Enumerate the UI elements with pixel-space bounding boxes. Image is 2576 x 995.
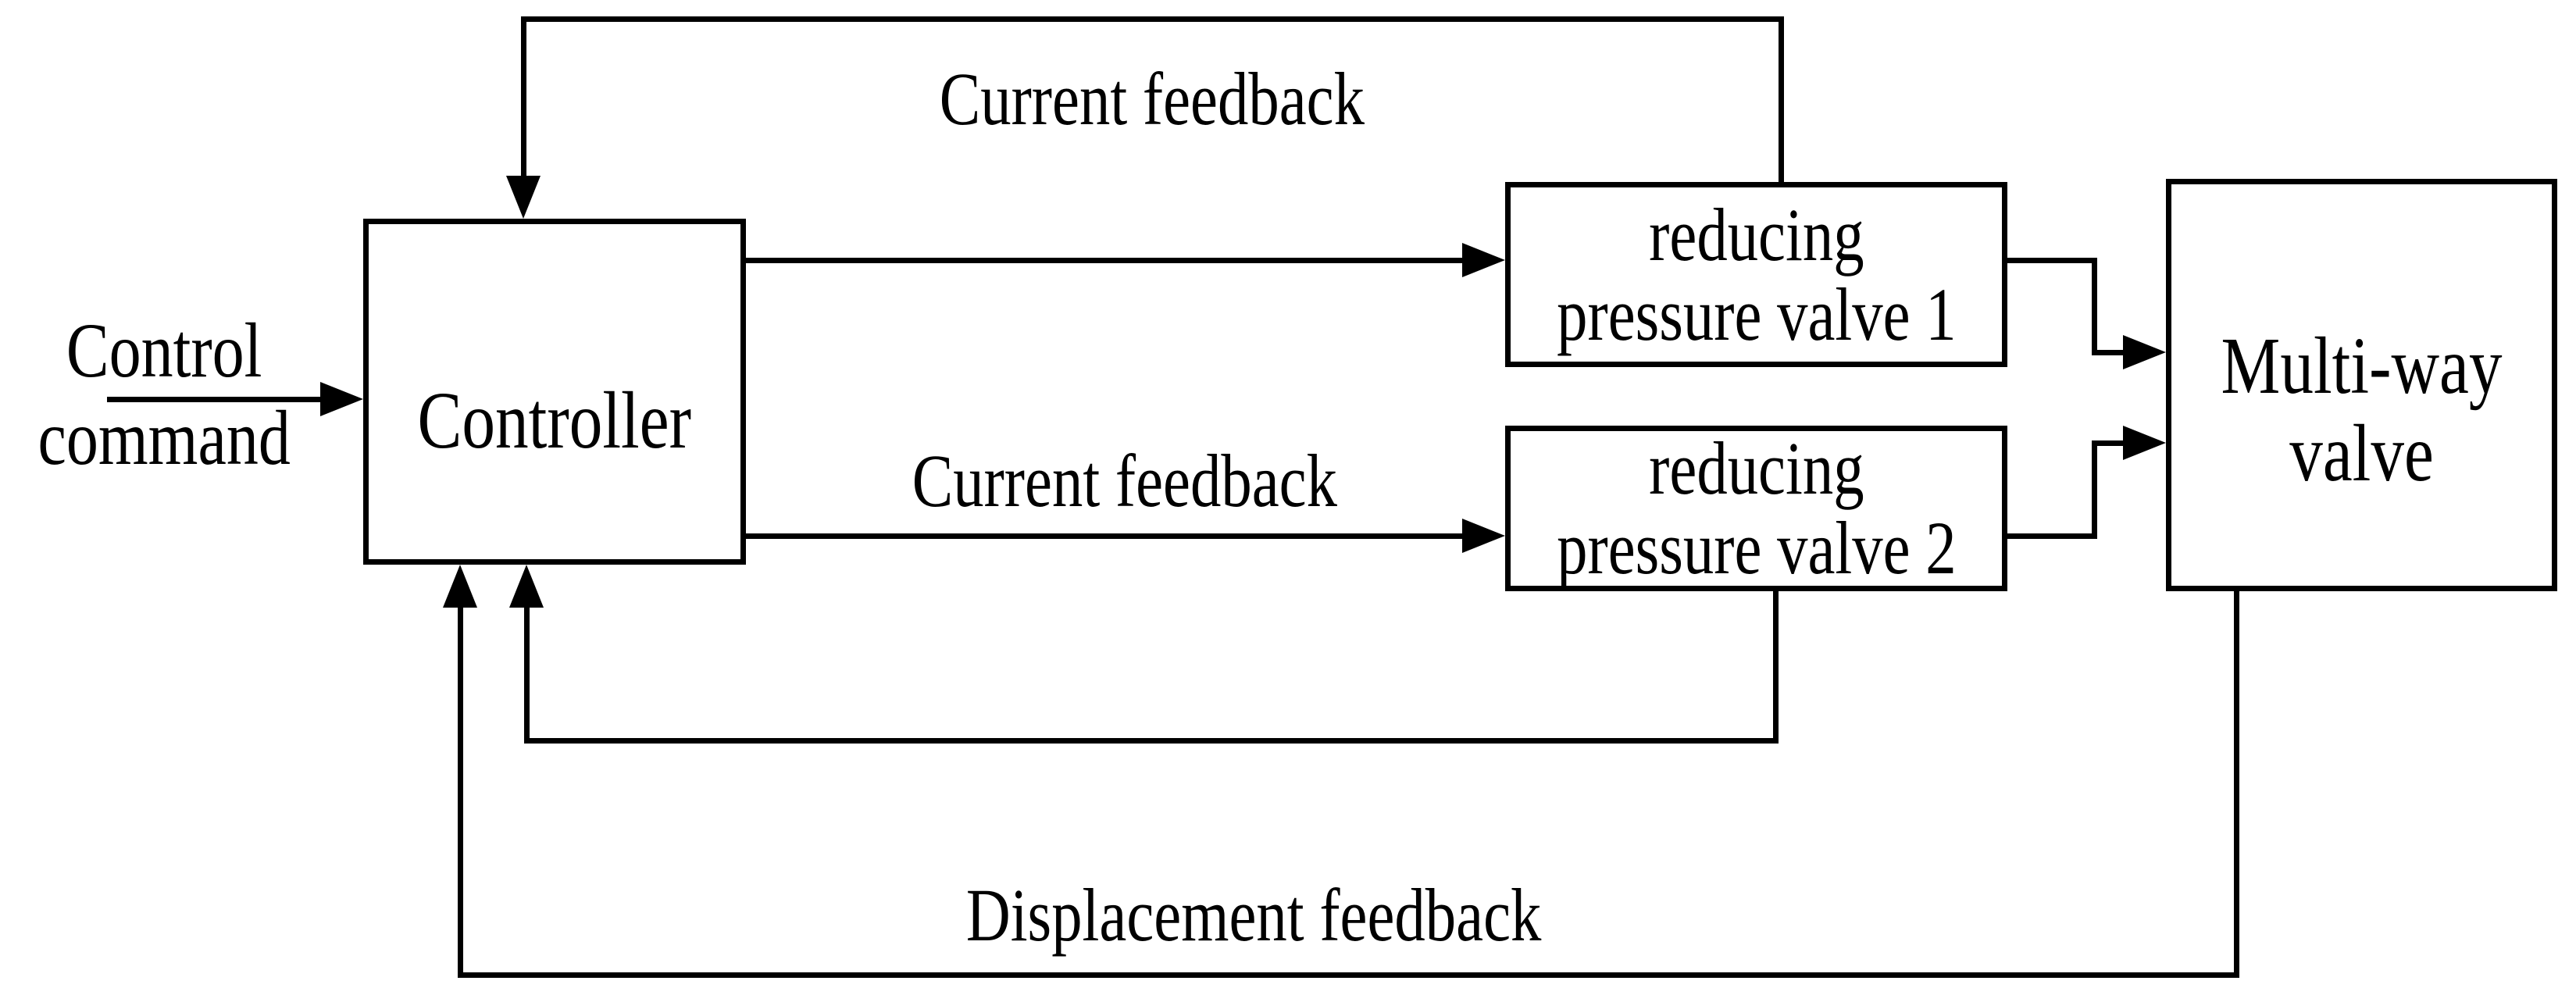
current-feedback-middle-label-wrap: Current feedback [851, 438, 1398, 524]
current-feedback-return-right-vertical-line [1773, 591, 1779, 744]
current-feedback-return-horizontal-line [524, 738, 1779, 744]
arrowhead-down-into-controller-top-icon [506, 176, 541, 219]
arrowhead-right-into-valve2-icon [1462, 519, 1505, 553]
current-feedback-top-label: Current feedback [939, 57, 1365, 141]
current-feedback-top-left-vertical-line [521, 16, 526, 177]
arrowhead-up-into-controller-bottom-right-icon [509, 565, 544, 608]
controller-label: Controller [417, 376, 692, 466]
displacement-feedback-horizontal-line [458, 972, 2239, 978]
reducing-pressure-valve-2-label: reducing pressure valve 2 [1556, 426, 1957, 590]
current-feedback-top-right-vertical-line [1779, 16, 1784, 182]
reducing-pressure-valve-2-box: reducing pressure valve 2 [1505, 426, 2007, 591]
controller-to-valve1-line [746, 258, 1468, 263]
current-feedback-top-label-wrap: Current feedback [879, 56, 1425, 142]
arrowhead-right-into-controller-icon [320, 382, 363, 416]
valve1-to-multiway-vertical-line [2092, 258, 2097, 355]
valve2-to-multiway-horizontal1-line [2007, 533, 2097, 539]
displacement-feedback-label: Displacement feedback [965, 873, 1542, 958]
valve2-to-multiway-horizontal2-line [2092, 440, 2127, 446]
control-command-line [107, 397, 326, 402]
arrowhead-right-into-valve1-icon [1462, 243, 1505, 277]
arrowhead-up-into-controller-bottom-left-icon [443, 565, 477, 608]
control-command-label-wrap: Control command [0, 305, 328, 484]
displacement-feedback-label-wrap: Displacement feedback [902, 872, 1605, 958]
valve1-to-multiway-horizontal2-line [2092, 350, 2127, 355]
reducing-pressure-valve-1-label: reducing pressure valve 1 [1556, 192, 1957, 356]
arrowhead-right-into-multiway-lower-icon [2123, 426, 2166, 460]
controller-box: Controller [363, 219, 746, 565]
controller-to-valve2-line [746, 533, 1468, 539]
current-feedback-top-horizontal-line [521, 16, 1784, 22]
displacement-feedback-left-vertical-line [458, 606, 463, 978]
arrowhead-right-into-multiway-upper-icon [2123, 335, 2166, 369]
valve1-to-multiway-horizontal1-line [2007, 258, 2097, 263]
multi-way-valve-box: Multi-way valve [2166, 179, 2557, 591]
valve2-to-multiway-vertical-line [2092, 440, 2097, 539]
current-feedback-middle-label: Current feedback [912, 439, 1338, 523]
displacement-feedback-right-vertical-line [2234, 591, 2239, 978]
reducing-pressure-valve-1-box: reducing pressure valve 1 [1505, 182, 2007, 367]
multi-way-valve-label: Multi-way valve [2221, 320, 2503, 498]
current-feedback-return-left-vertical-line [524, 606, 530, 744]
control-command-label: Control command [37, 307, 291, 481]
